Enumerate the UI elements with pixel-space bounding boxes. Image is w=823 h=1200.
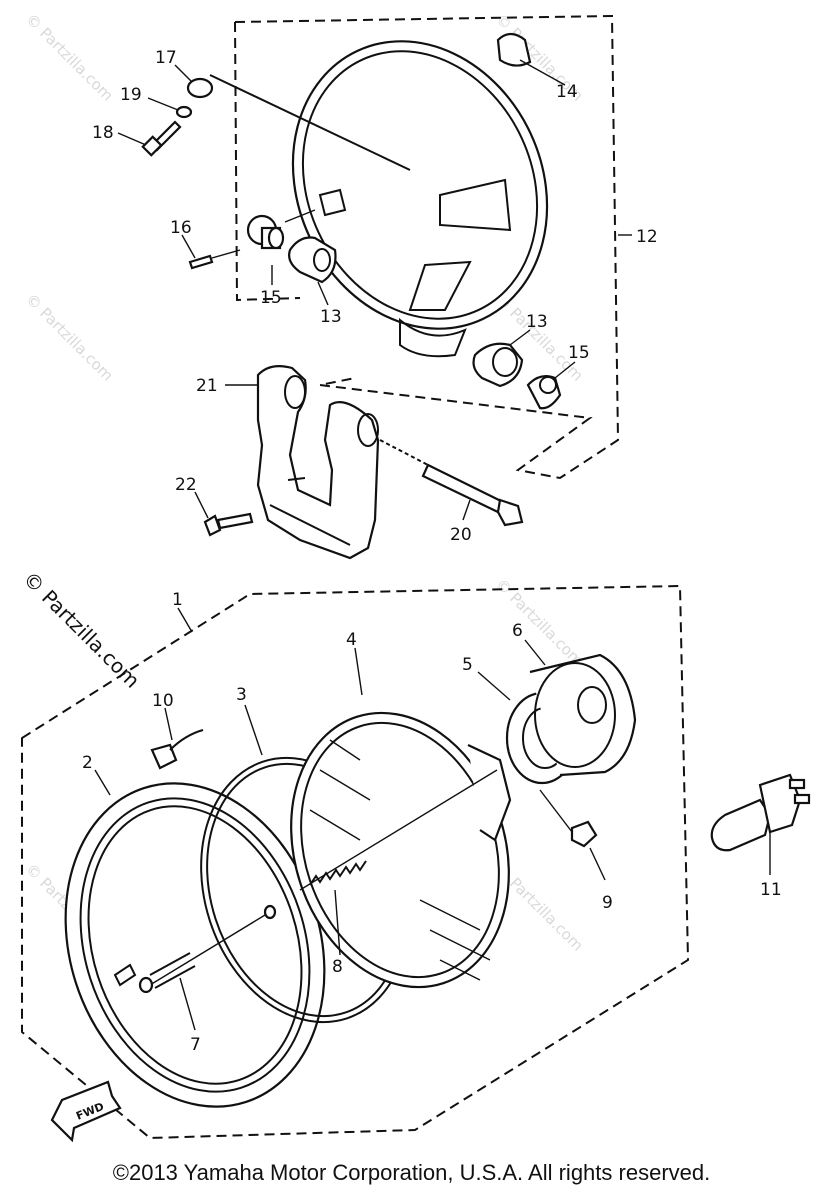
callout-5: 5 [462, 655, 473, 675]
part-9-nut [539, 789, 606, 881]
callout-17: 17 [155, 48, 177, 68]
callout-21: 21 [196, 376, 218, 396]
leader-13-left [317, 281, 329, 306]
part-8-spring [299, 769, 498, 956]
callout-18: 18 [92, 123, 114, 143]
watermark-text: © Partzilla.com [492, 575, 587, 670]
part-22-bolt [194, 491, 254, 537]
callout-15-right: 15 [568, 343, 590, 363]
callout-4: 4 [346, 630, 357, 650]
leader-1 [177, 607, 193, 633]
leader-housing-mount [284, 209, 316, 223]
callout-22: 22 [175, 475, 197, 495]
part-6-cover [524, 639, 637, 777]
part-4-lens-unit [290, 647, 512, 989]
part-18-bolt [117, 120, 182, 157]
fwd-arrow-icon: FWD [50, 1080, 122, 1143]
callout-15-left: 15 [260, 288, 282, 308]
callout-7: 7 [190, 1035, 201, 1055]
part-11-bulb [710, 773, 811, 875]
callout-labels: 1 2 3 4 5 6 7 8 9 10 11 12 13 13 14 15 1… [82, 48, 782, 1055]
callout-19: 19 [120, 85, 142, 105]
part-20-bolt [379, 439, 524, 527]
callout-13-left: 13 [320, 307, 342, 327]
callout-6: 6 [512, 621, 523, 641]
part-13-damper-right [472, 329, 531, 388]
assembly-12-boundary [234, 14, 620, 480]
callout-13-right: 13 [526, 312, 548, 332]
callout-12: 12 [636, 227, 658, 247]
callout-20: 20 [450, 525, 472, 545]
callout-1: 1 [172, 590, 183, 610]
part-19-spring-washer [147, 97, 193, 119]
assembly-1-boundary [21, 584, 690, 1140]
part-21-bracket [225, 365, 380, 560]
part-15-collar-right [526, 361, 576, 410]
part-7-screw [138, 904, 277, 1031]
callout-3: 3 [236, 685, 247, 705]
part-13-damper [288, 236, 337, 284]
part-15-collar [246, 214, 285, 250]
callout-10: 10 [152, 691, 174, 711]
callout-2: 2 [82, 753, 93, 773]
part-14-grommet [496, 32, 566, 86]
watermark-text-main: © Partzilla.com [18, 567, 144, 693]
watermark-text: © Partzilla.com [22, 10, 117, 105]
part-17-washer [174, 64, 214, 99]
callout-9: 9 [602, 893, 613, 913]
part-10-clip [150, 707, 204, 770]
part-16-screw [181, 234, 241, 270]
copyright-notice: ©2013 Yamaha Motor Corporation, U.S.A. A… [112, 1160, 711, 1185]
watermark-text: © Partzilla.com [22, 290, 117, 385]
callout-14: 14 [556, 82, 578, 102]
callout-16: 16 [170, 218, 192, 238]
callout-8: 8 [332, 957, 343, 977]
callout-11: 11 [760, 880, 782, 900]
